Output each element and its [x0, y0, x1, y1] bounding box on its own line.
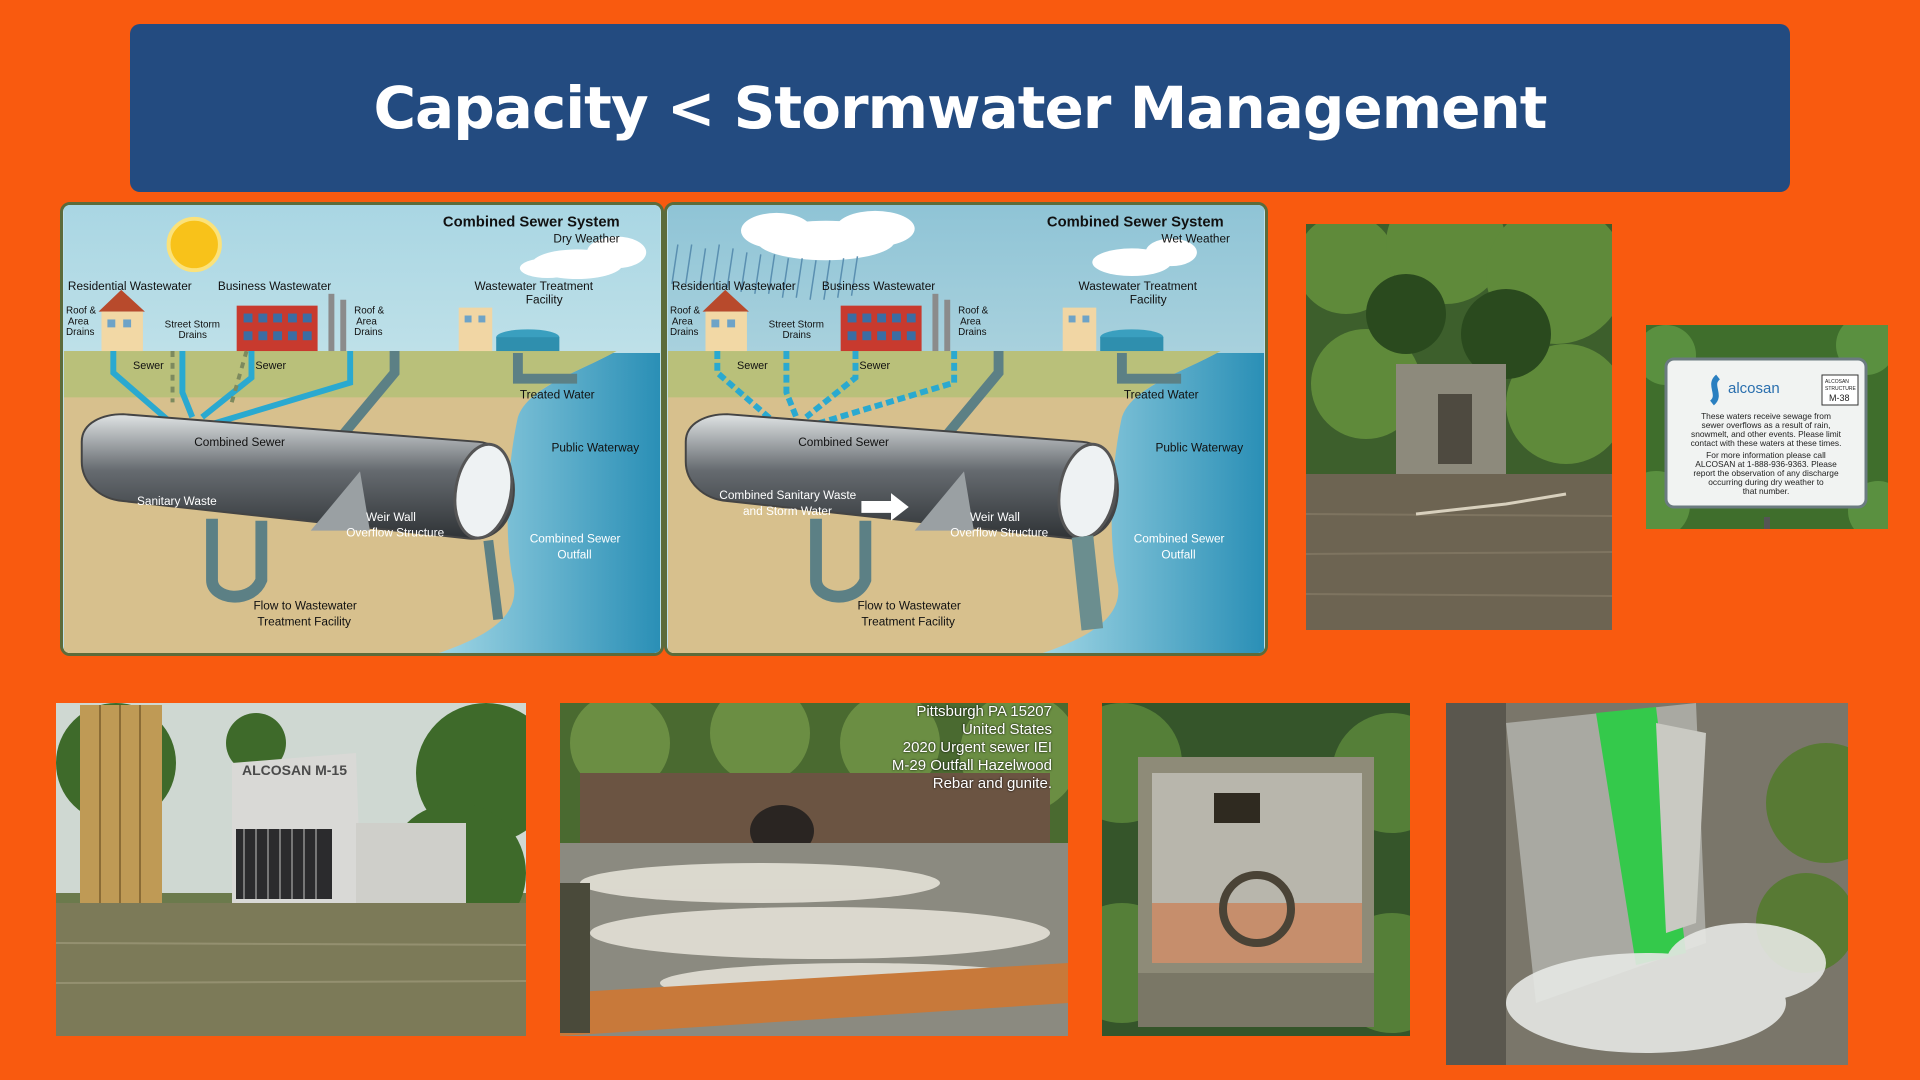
subheading: Wet Weather: [1161, 231, 1230, 245]
diagram-wet-weather: Combined Sewer System Wet Weather Reside…: [664, 202, 1268, 656]
label-outfall: Outfall: [557, 547, 591, 561]
treatment-plant-icon: [458, 307, 560, 352]
label-sewer: Sewer: [133, 360, 164, 372]
treatment-plant-icon: [1062, 307, 1164, 352]
factory-icon: [236, 293, 347, 352]
caption-line: United States: [961, 721, 1052, 738]
label-combined: Combined Sewer: [194, 435, 285, 449]
label-roof-left: Roof &: [66, 306, 97, 317]
heading: Combined Sewer System: [1047, 215, 1224, 231]
label-storm: Street Storm: [165, 319, 220, 330]
sign-text: sewer overflows as a result of rain,: [1702, 420, 1831, 430]
photo-flood-gate-structure: ALCOSAN M-15: [56, 703, 526, 1036]
rain-icon: [671, 244, 859, 300]
label-flow: Flow to Wastewater: [857, 599, 960, 613]
sun-icon: [166, 216, 222, 273]
label-wwtf: Wastewater Treatment: [1078, 279, 1197, 293]
label-wwtf: Facility: [526, 293, 563, 307]
label-wwtf: Wastewater Treatment: [474, 279, 593, 293]
label-sewer: Sewer: [255, 360, 286, 372]
label-treated: Treated Water: [1124, 387, 1199, 401]
label-treated: Treated Water: [520, 387, 595, 401]
label-roof-right: Roof &: [354, 306, 385, 317]
label-storm: Drains: [782, 330, 811, 341]
photo-caption: Pittsburgh PA 15207 United States 2020 U…: [892, 703, 1052, 793]
photo-outfall-woods: [1306, 224, 1612, 630]
caption-line: Pittsburgh PA 15207: [916, 703, 1052, 720]
label-roof-right: Drains: [354, 327, 383, 338]
rain-cloud-icon: [741, 210, 1197, 277]
subheading: Dry Weather: [553, 231, 619, 245]
label-roof-left: Area: [68, 316, 89, 327]
sign-text: that number.: [1743, 486, 1790, 496]
label-storm: Drains: [178, 330, 207, 341]
title-banner: Capacity < Stormwater Management: [130, 24, 1790, 192]
label-flow: Treatment Facility: [861, 614, 955, 628]
label-residential: Residential Wastewater: [672, 279, 796, 293]
label-roof-right: Drains: [958, 327, 987, 338]
alcosan-logo-icon: [1709, 374, 1721, 406]
label-combined: Combined Sewer: [798, 435, 889, 449]
structure-lettering: ALCOSAN M-15: [242, 762, 347, 778]
factory-icon: [840, 293, 951, 352]
heading: Combined Sewer System: [443, 215, 620, 231]
label-outfall: Combined Sewer: [530, 531, 621, 545]
label-roof-left: Drains: [66, 327, 95, 338]
label-waterway: Public Waterway: [551, 441, 639, 455]
label-business: Business Wastewater: [218, 279, 331, 293]
label-waterway: Public Waterway: [1155, 441, 1243, 455]
slide-title: Capacity < Stormwater Management: [373, 74, 1547, 142]
label-residential: Residential Wastewater: [68, 279, 192, 293]
photo-outfall-overflow: Pittsburgh PA 15207 United States 2020 U…: [560, 703, 1068, 1036]
house-icon: [702, 289, 749, 352]
sign-tag: ALCOSAN: [1825, 379, 1849, 385]
caption-line: M-29 Outfall Hazelwood: [891, 757, 1052, 774]
label-outfall: Outfall: [1161, 547, 1195, 561]
sign-text: These waters receive sewage from: [1701, 411, 1831, 421]
label-outfall: Combined Sewer: [1134, 531, 1225, 545]
sign-brand: alcosan: [1728, 380, 1780, 397]
label-business: Business Wastewater: [822, 279, 935, 293]
caption-line: Rebar and gunite.: [932, 775, 1052, 792]
label-sewer: Sewer: [737, 360, 768, 372]
diagram-dry-weather: Combined Sewer System Dry Weather Reside…: [60, 202, 664, 656]
label-roof-left: Drains: [670, 327, 699, 338]
label-storm: Street Storm: [769, 319, 824, 330]
caption-line: 2020 Urgent sewer IEI: [902, 739, 1052, 756]
label-weir: Overflow Structure: [950, 526, 1048, 540]
photo-alcosan-sign: alcosan ALCOSAN STRUCTURE M-38 These wat…: [1646, 325, 1888, 529]
flow-arrow-icon: [861, 493, 909, 521]
sign-text: contact with these waters at these times…: [1691, 438, 1842, 448]
label-roof-right: Area: [960, 316, 981, 327]
label-flow: Flow to Wastewater: [253, 599, 356, 613]
label-roof-left: Area: [672, 316, 693, 327]
label-roof-right: Area: [356, 316, 377, 327]
sign-tag: STRUCTURE: [1825, 386, 1856, 392]
label-flow: Treatment Facility: [257, 614, 351, 628]
photo-flap-gate-discharge: [1446, 703, 1848, 1065]
diagram-dry-graphic: Combined Sewer System Dry Weather Reside…: [63, 205, 661, 653]
label-sewer: Sewer: [859, 360, 890, 372]
diagram-wet-graphic: Combined Sewer System Wet Weather Reside…: [667, 205, 1265, 653]
label-waste: Combined Sanitary Waste: [719, 488, 856, 502]
sign-text: ALCOSAN at 1-888-936-9363. Please: [1695, 459, 1837, 469]
photo-tide-gate-hatch: [1102, 703, 1410, 1036]
sign-text: report the observation of any discharge: [1693, 468, 1839, 478]
sign-tag: M-38: [1829, 393, 1850, 403]
house-icon: [98, 289, 145, 352]
label-waste: Sanitary Waste: [137, 494, 217, 508]
sign-text: snowmelt, and other events. Please limit: [1691, 429, 1842, 439]
label-roof-right: Roof &: [958, 306, 989, 317]
sign-text: For more information please call: [1706, 450, 1826, 460]
label-waste: and Storm Water: [743, 504, 832, 518]
label-wwtf: Facility: [1130, 293, 1167, 307]
cloud-icon: [519, 236, 647, 280]
sign-text: occurring during dry weather to: [1708, 477, 1824, 487]
label-weir: Weir Wall: [970, 510, 1020, 524]
label-weir: Overflow Structure: [346, 526, 444, 540]
label-weir: Weir Wall: [366, 510, 416, 524]
label-roof-left: Roof &: [670, 306, 701, 317]
